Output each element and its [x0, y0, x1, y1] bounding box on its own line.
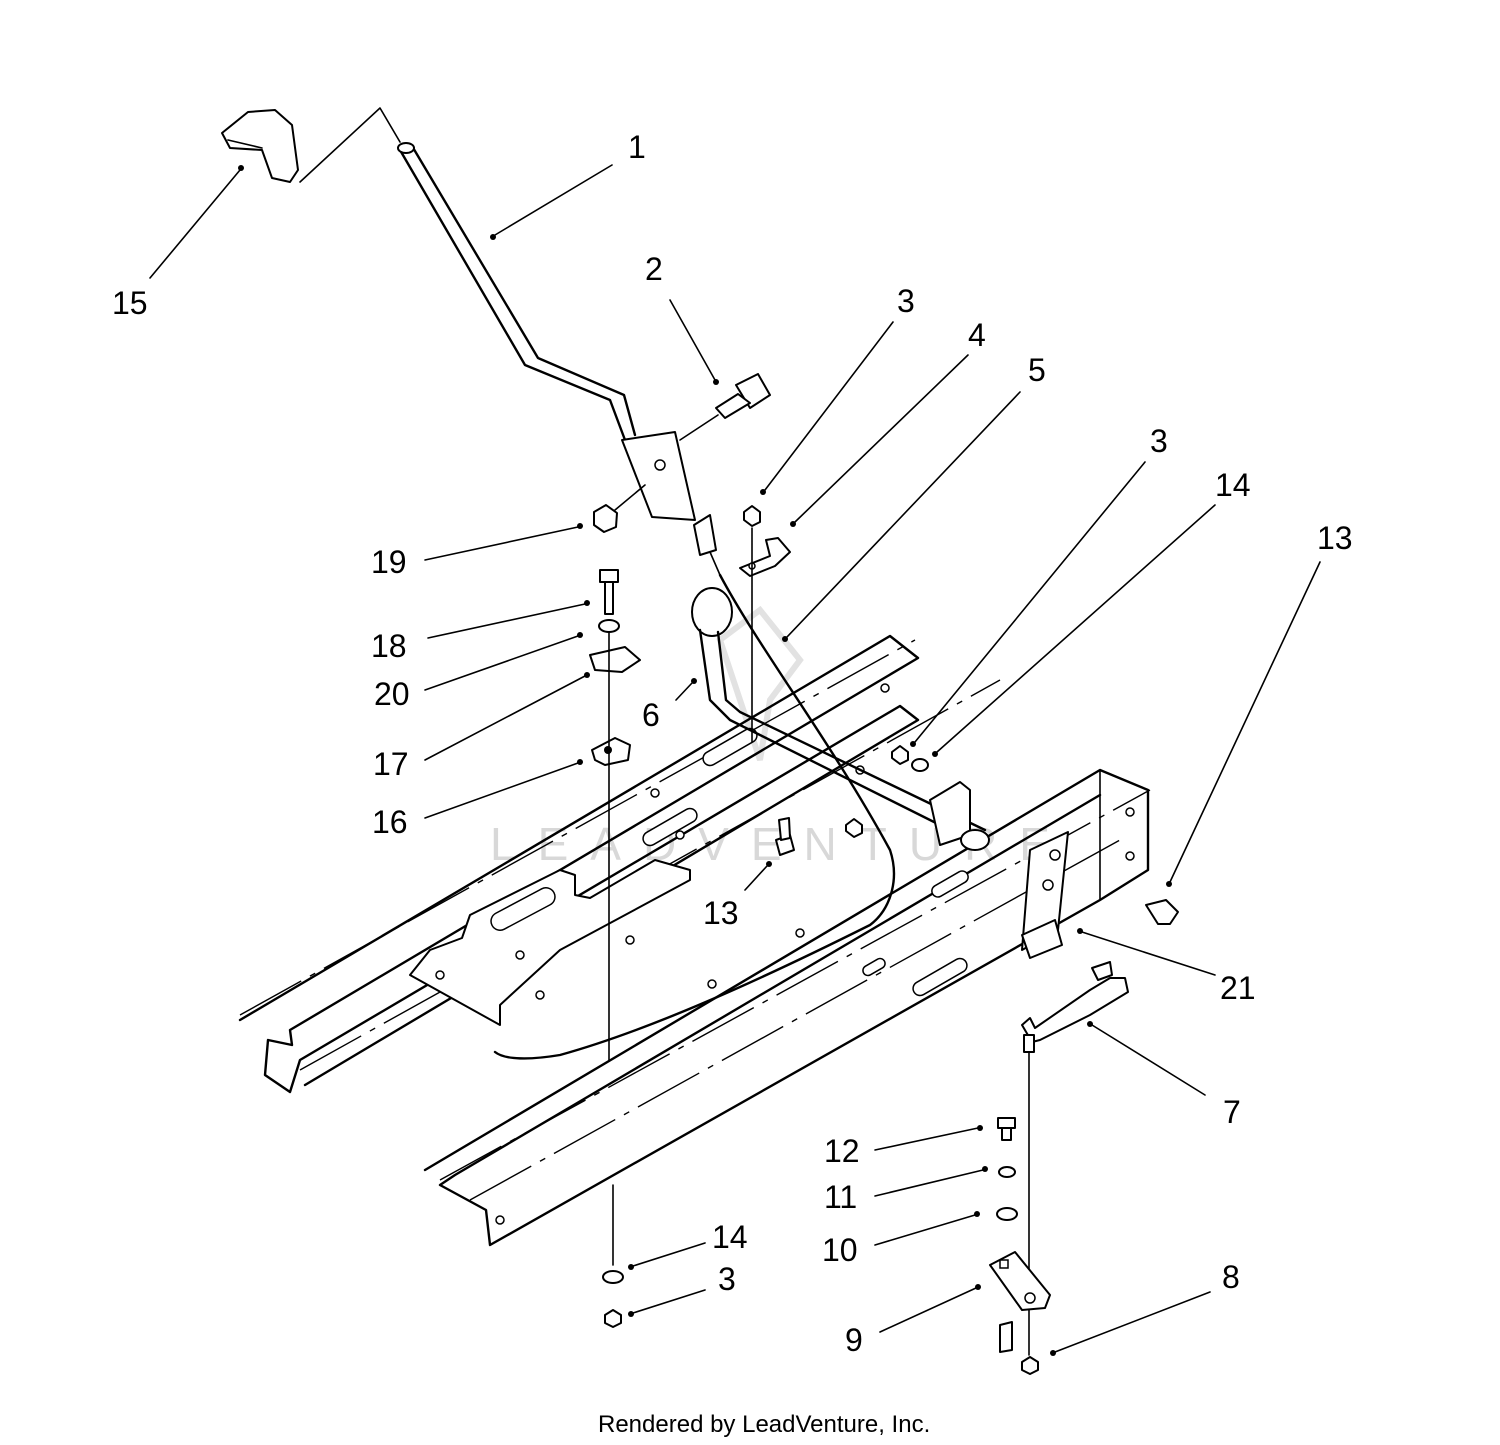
- callout-label: 12: [824, 1133, 860, 1169]
- callout-label: 2: [645, 251, 663, 287]
- callout-label: 7: [1223, 1094, 1241, 1130]
- callout-label: 6: [642, 697, 660, 733]
- nut-19: [593, 484, 646, 533]
- cable-5: [493, 573, 896, 1060]
- cross-plate: [409, 859, 691, 1026]
- frame-rails: [238, 634, 1151, 1247]
- callout-labels: 1 2 3 4 5 3 14 13 15 19 18 20 6 17 16 13…: [112, 129, 1353, 1358]
- callout-label: 17: [373, 746, 409, 782]
- pedal-rod: [691, 587, 987, 847]
- callout-label: 3: [897, 283, 915, 319]
- callout-label: 21: [1220, 970, 1256, 1006]
- callout-label: 8: [1222, 1259, 1240, 1295]
- fastener-stack-right: [989, 1117, 1051, 1375]
- clamp-4: [739, 505, 791, 743]
- shift-knob: [221, 109, 299, 183]
- callout-label: 15: [112, 285, 148, 321]
- callout-label: 20: [374, 676, 410, 712]
- callout-label: 9: [845, 1322, 863, 1358]
- fastener-stack-left: [589, 569, 641, 1328]
- callout-label: 19: [371, 544, 407, 580]
- bracket-21: [845, 745, 1069, 959]
- bolt-13-left: [775, 817, 795, 856]
- callout-label: 14: [1215, 467, 1251, 503]
- callout-label: 3: [718, 1261, 736, 1297]
- callout-label: 13: [703, 895, 739, 931]
- bolt-13-right: [1145, 899, 1179, 925]
- bolt-2: [679, 373, 771, 441]
- callout-label: 18: [371, 628, 407, 664]
- callout-label: 5: [1028, 352, 1046, 388]
- callout-label: 4: [968, 317, 986, 353]
- callout-label: 10: [822, 1232, 858, 1268]
- shift-lever: [299, 107, 721, 576]
- leader-lines: [149, 164, 1321, 1356]
- callout-label: 16: [372, 804, 408, 840]
- callout-label: 13: [1317, 520, 1353, 556]
- callout-label: 3: [1150, 423, 1168, 459]
- callout-label: 11: [824, 1179, 857, 1215]
- footer-credit: Rendered by LeadVenture, Inc.: [598, 1411, 930, 1438]
- callout-label: 1: [628, 129, 646, 165]
- callout-label: 14: [712, 1219, 748, 1255]
